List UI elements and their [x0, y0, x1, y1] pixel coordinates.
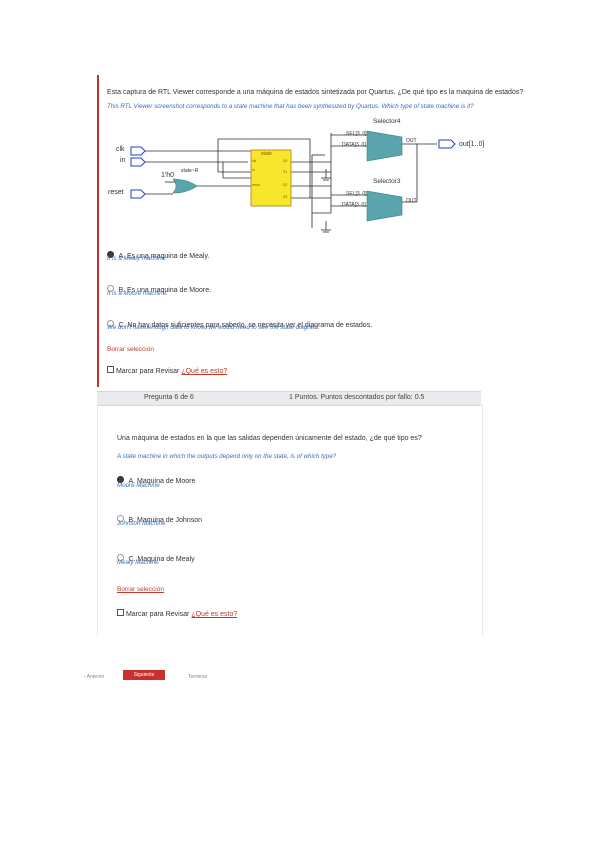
- input-label-clk: clk: [116, 146, 125, 153]
- q5-option-b-translation: It is a Moore machine.: [107, 290, 168, 297]
- q6-option-c-translation: Mealy Machine: [117, 559, 159, 566]
- q5-clear-selection-link[interactable]: Borrar selección: [107, 346, 154, 353]
- state-port-s2: S2: [283, 183, 288, 187]
- q5-option-b-label: B. Es una maquina de Moore.: [118, 287, 212, 294]
- selector4-out: OUT: [406, 138, 417, 144]
- q6-option-b-label: B. Maquina de Johnson: [128, 517, 203, 524]
- const-label: 1'h0: [161, 172, 175, 179]
- q6-option-b[interactable]: B. Maquina de Johnson: [117, 509, 202, 527]
- selector4-sel: SEL[3..0]: [346, 131, 367, 137]
- output-port-out: [438, 139, 456, 149]
- input-label-reset: reset: [108, 189, 124, 196]
- selector4-data: DATA[3..0]: [342, 142, 366, 148]
- checkbox-icon[interactable]: [107, 366, 114, 373]
- state-port-in: in: [252, 168, 255, 172]
- radio-icon[interactable]: [107, 320, 114, 327]
- input-port-clk: [130, 146, 146, 156]
- q5-option-c[interactable]: C. No hay datos suficientes para saberlo…: [107, 314, 372, 332]
- state-port-clk: clk: [252, 159, 257, 163]
- q5-option-a-translation: It is a Mealy machine.: [107, 255, 167, 262]
- question5-translation: This RTL Viewer screenshot corresponds t…: [107, 103, 474, 110]
- selector4-title: Selector4: [373, 118, 401, 125]
- q6-what-is-this-link[interactable]: ¿Qué es esto?: [191, 611, 238, 618]
- q6-option-a[interactable]: A. Maquina de Moore: [117, 470, 195, 488]
- selector3-sel: SEL[3..0]: [346, 191, 367, 197]
- q5-mark-review-label: Marcar para Revisar: [115, 368, 180, 375]
- previous-button-label: Anterior: [86, 674, 105, 680]
- rtl-viewer-diagram: [130, 130, 456, 233]
- state-port-s3: S3: [283, 195, 288, 199]
- radio-selected-icon[interactable]: [117, 476, 124, 483]
- state-port-s0: S0: [283, 159, 288, 163]
- output-label: out[1..0]: [459, 141, 485, 148]
- finish-button[interactable]: Terminar: [188, 674, 207, 680]
- q6-clear-selection-link[interactable]: Borrar selección: [117, 586, 164, 593]
- selector3-data: DATA[3..0]: [342, 202, 366, 208]
- question-header-bar: Pregunta 6 de 6 1 Puntos. Puntos descont…: [97, 391, 481, 406]
- question6-text: Una máquina de estados en la que las sal…: [117, 435, 422, 442]
- q6-option-a-translation: Moore Machine: [117, 482, 160, 489]
- q5-option-c-translation: We don't have enough data to know, we wo…: [107, 324, 320, 331]
- selector3-title: Selector3: [373, 178, 401, 185]
- footer-nav: ‹ Anterior Siguiente Terminar: [0, 668, 599, 680]
- q5-what-is-this-link[interactable]: ¿Qué es esto?: [181, 368, 228, 375]
- q6-mark-review[interactable]: Marcar para Revisar ¿Qué es esto?: [117, 609, 237, 618]
- q6-option-b-translation: Johnson Machine: [117, 520, 166, 527]
- selector3-out: OUT: [406, 198, 417, 204]
- question-number: Pregunta 6 de 6: [144, 394, 194, 401]
- q6-option-c-label: C. Maquina de Mealy: [128, 556, 195, 563]
- q6-option-c[interactable]: C. Maquina de Mealy: [117, 548, 195, 566]
- q5-option-a-label: A. Es una maquina de Mealy.: [118, 253, 210, 260]
- q5-option-c-label: C. No hay datos suficientes para saberlo…: [118, 322, 373, 329]
- selector4-mux: [366, 130, 403, 162]
- input-label-in: in: [120, 157, 126, 164]
- finish-button-label: Terminar: [188, 674, 208, 680]
- q5-mark-review[interactable]: Marcar para Revisar ¿Qué es esto?: [107, 366, 227, 375]
- next-button[interactable]: Siguiente: [123, 670, 165, 680]
- q6-option-a-label: A. Maquina de Moore: [128, 478, 196, 485]
- input-port-in: [130, 157, 146, 167]
- next-button-label: Siguiente: [133, 672, 155, 678]
- input-port-reset: [130, 189, 146, 199]
- state-block-title: state: [261, 151, 272, 157]
- question5-text: Esta captura de RTL Viewer corresponde a…: [107, 89, 524, 96]
- chevron-left-icon: ‹: [84, 674, 86, 680]
- state-port-reset: reset: [252, 183, 260, 187]
- q5-option-a[interactable]: A. Es una maquina de Mealy.: [107, 245, 209, 263]
- question6-translation: A state machine in which the outputs dep…: [117, 453, 337, 460]
- checkbox-icon[interactable]: [117, 609, 124, 616]
- radio-selected-icon[interactable]: [107, 251, 114, 258]
- state-block: [250, 149, 292, 207]
- question-points: 1 Puntos. Puntos descontados por fallo: …: [289, 394, 425, 401]
- q6-mark-review-label: Marcar para Revisar: [125, 611, 190, 618]
- question6-card: [97, 404, 483, 636]
- q5-option-b[interactable]: B. Es una maquina de Moore.: [107, 279, 211, 297]
- state-port-s1: S1: [283, 170, 288, 174]
- selector3-mux: [366, 190, 403, 222]
- state-r-gate: [172, 178, 198, 194]
- question-accent-line: [97, 75, 99, 387]
- state-r-label: state~R: [181, 168, 199, 174]
- previous-button[interactable]: ‹ Anterior: [84, 674, 104, 680]
